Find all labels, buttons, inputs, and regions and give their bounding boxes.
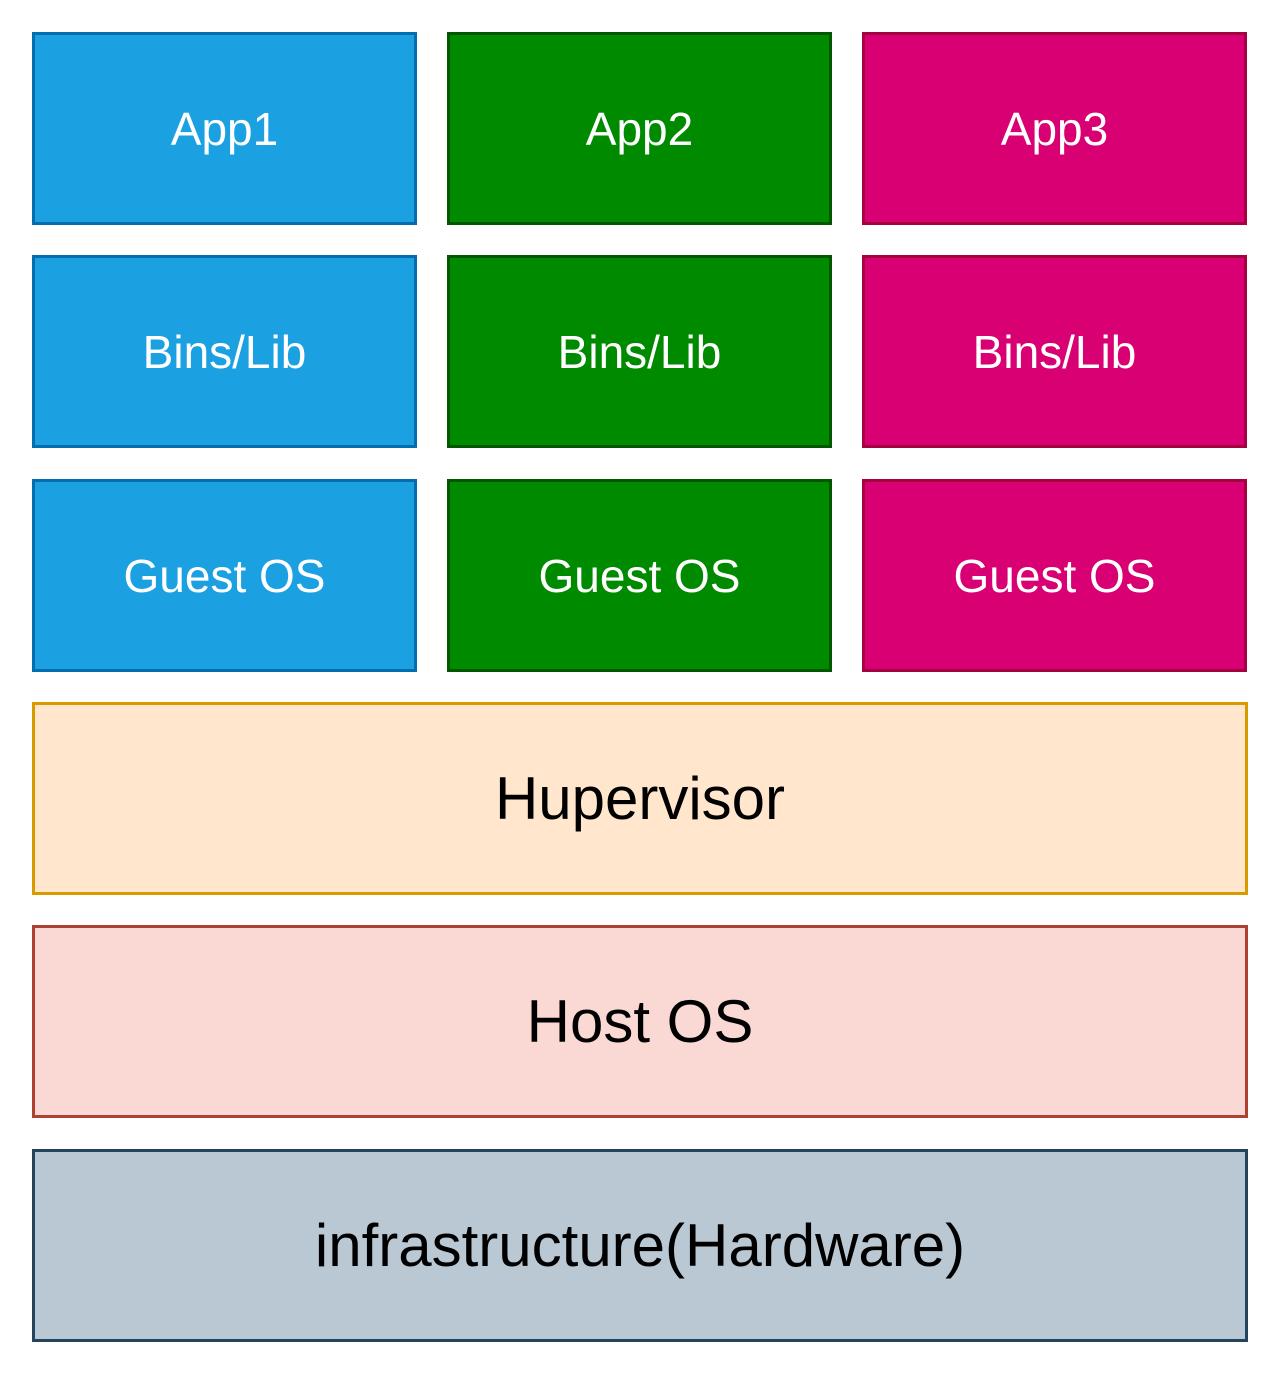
vm1-app-label: App1 — [170, 102, 279, 155]
hypervisor-layer: Hupervisor — [32, 702, 1248, 895]
vm3-app-box: App3 — [862, 32, 1247, 225]
vm1-guest-os-box: Guest OS — [32, 479, 417, 672]
vm1-bins-lib-box: Bins/Lib — [32, 255, 417, 448]
host-os-label: Host OS — [526, 988, 754, 1055]
vm2-guest-os-box: Guest OS — [447, 479, 832, 672]
vm3-guest-os-label: Guest OS — [953, 549, 1156, 602]
vm2-app-label: App2 — [585, 102, 694, 155]
hypervisor-label: Hupervisor — [494, 765, 786, 832]
vm1-app-box: App1 — [32, 32, 417, 225]
host-os-layer: Host OS — [32, 925, 1248, 1118]
vm1-bins-lib-label: Bins/Lib — [142, 325, 307, 378]
vm2-app-box: App2 — [447, 32, 832, 225]
vm3-bins-lib-label: Bins/Lib — [972, 325, 1137, 378]
vm2-guest-os-label: Guest OS — [538, 549, 741, 602]
vm3-guest-os-box: Guest OS — [862, 479, 1247, 672]
vm3-bins-lib-box: Bins/Lib — [862, 255, 1247, 448]
hardware-layer: infrastructure(Hardware) — [32, 1149, 1248, 1342]
vm2-bins-lib-box: Bins/Lib — [447, 255, 832, 448]
vm3-app-label: App3 — [1000, 102, 1109, 155]
vm2-bins-lib-label: Bins/Lib — [557, 325, 722, 378]
vm1-guest-os-label: Guest OS — [123, 549, 326, 602]
hardware-label: infrastructure(Hardware) — [314, 1212, 966, 1279]
